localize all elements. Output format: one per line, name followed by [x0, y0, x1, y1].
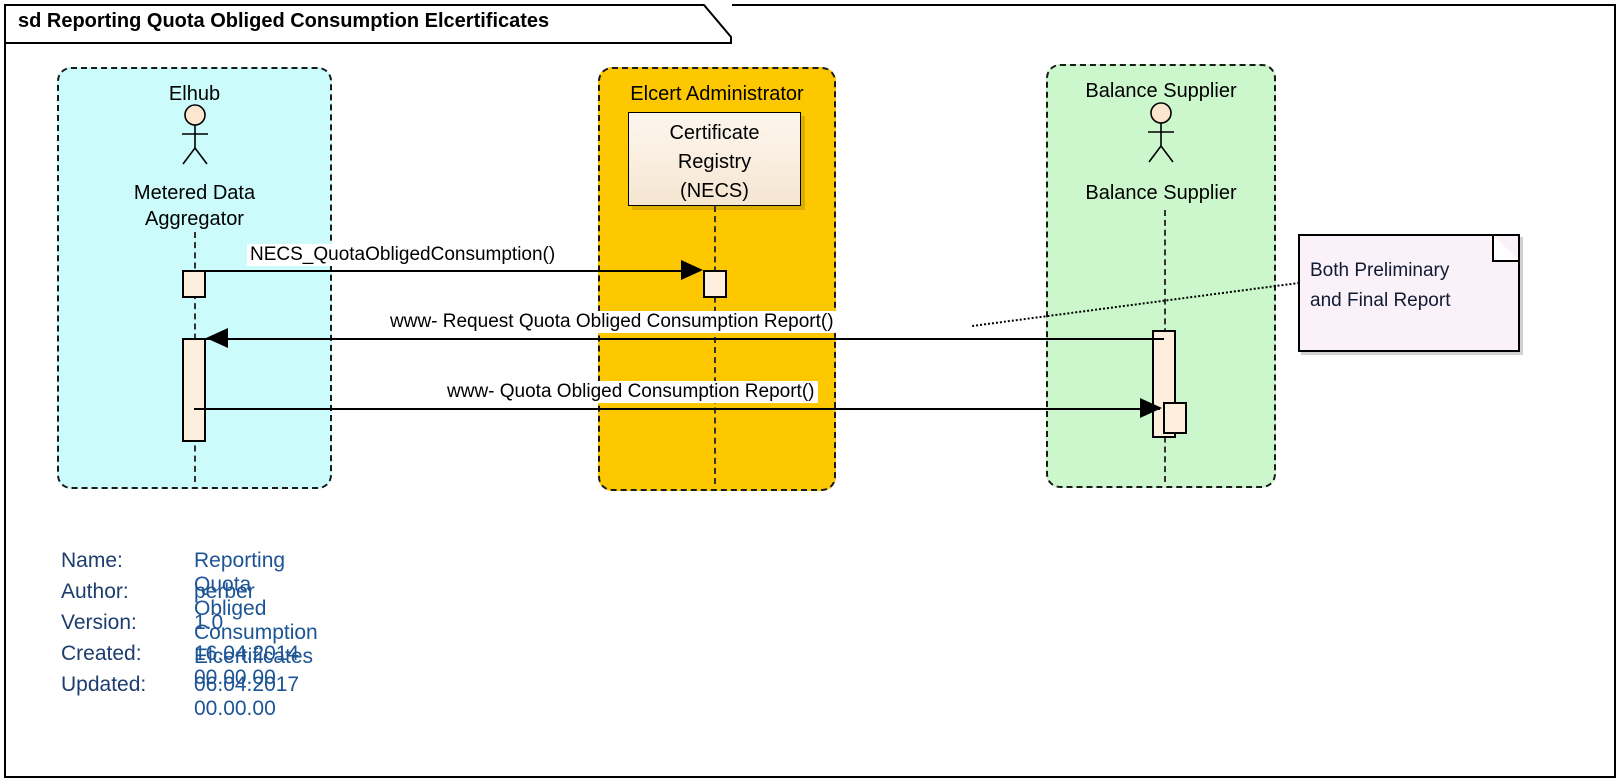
activation-elhub-1	[182, 270, 206, 298]
metadata-value-updated: 06.04.2017 00.00.00	[194, 673, 300, 720]
activation-elhub-2	[182, 338, 206, 442]
arrowhead-right-1	[681, 260, 703, 280]
note-both-preliminary-and-final-report	[1298, 234, 1520, 352]
message-line-1	[194, 270, 681, 272]
metadata-value-version: 1.0	[194, 611, 224, 634]
message-line-3	[194, 408, 1160, 410]
metadata-value-created: 16.04.2014 00.00.00	[194, 642, 300, 689]
message-label-2: www- Request Quota Obliged Consumption R…	[387, 311, 837, 333]
partition-balance-title: Balance Supplier	[1085, 80, 1237, 102]
message-line-2	[206, 338, 1164, 340]
arrowhead-left-2	[206, 328, 228, 348]
frame-title-tab	[4, 4, 732, 44]
lifeline-label-metered-data-aggregator: Metered Data Aggregator	[133, 182, 256, 230]
activation-balance-supplier-2	[1163, 402, 1187, 434]
note-fold-corner-icon	[1492, 234, 1520, 262]
actor-icon-balance-supplier	[1138, 102, 1184, 164]
metadata-value-author: perber	[194, 580, 255, 603]
metadata-key-name: Name:	[61, 549, 123, 572]
partition-elhub-title: Elhub	[168, 83, 221, 105]
lifeline-label-balance-supplier: Balance Supplier	[1085, 182, 1237, 204]
object-certificate-registry: Certificate Registry (NECS)	[628, 112, 801, 206]
lifeline-certificate-registry	[714, 206, 716, 484]
actor-icon-elhub	[172, 104, 218, 166]
metadata-key-author: Author:	[61, 580, 129, 603]
message-label-3: www- Quota Obliged Consumption Report()	[444, 381, 818, 403]
metadata-key-updated: Updated:	[61, 673, 147, 696]
metadata-key-version: Version:	[61, 611, 137, 634]
activation-certificate-registry-1	[703, 270, 727, 298]
diagram-frame	[4, 4, 1616, 778]
metadata-value-name: Reporting Quota Obliged Consumption Elce…	[194, 549, 318, 668]
message-label-1: NECS_QuotaObligedConsumption()	[247, 244, 559, 266]
note-text: Both Preliminary and Final Report	[1310, 260, 1451, 311]
metadata-key-created: Created:	[61, 642, 142, 665]
partition-elcert-title: Elcert Administrator	[630, 83, 804, 105]
arrowhead-right-3	[1140, 398, 1162, 418]
page-title: sd Reporting Quota Obliged Consumption E…	[18, 10, 550, 32]
